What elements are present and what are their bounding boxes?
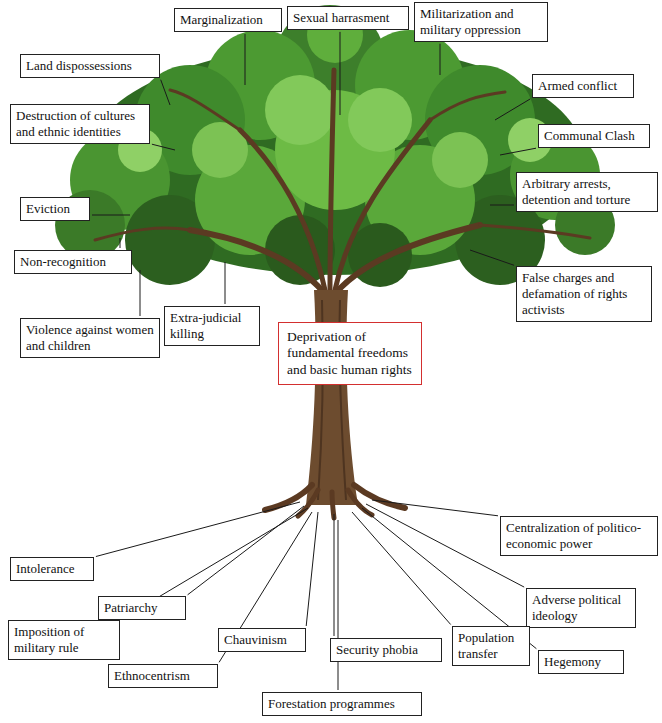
leader-line (92, 215, 130, 216)
leader-line (225, 262, 226, 304)
effect-box: Destruction of cultures and ethnic ident… (10, 104, 150, 144)
leader-line (334, 514, 335, 636)
box-label: Militarization and military oppression (420, 6, 542, 38)
effect-box: Non-recognition (14, 250, 132, 274)
leader-line (490, 205, 514, 206)
box-label: Intolerance (16, 561, 88, 577)
root-cause-box: Intolerance (10, 557, 94, 581)
box-label: Patriarchy (104, 600, 180, 616)
leader-line (306, 512, 318, 626)
root-cause-box: Patriarchy (98, 596, 186, 620)
box-label: False charges and defamation of rights a… (522, 270, 646, 318)
root-cause-box: Security phobia (330, 638, 442, 662)
leader-line (495, 99, 530, 120)
root-cause-box: Imposition of military rule (8, 620, 120, 660)
effect-box: Land dispossessions (20, 54, 160, 78)
box-label: Forestation programmes (268, 696, 416, 712)
box-label: Centralization of politico-economic powe… (506, 520, 652, 552)
effect-box: False charges and defamation of rights a… (516, 266, 652, 322)
box-label: Destruction of cultures and ethnic ident… (16, 108, 144, 140)
leader-line (338, 520, 339, 690)
leader-line (245, 34, 246, 85)
box-label: Hegemony (544, 654, 618, 670)
box-label: Armed conflict (538, 78, 628, 94)
effect-box: Militarization and military oppression (414, 2, 548, 42)
root-cause-box: Centralization of politico-economic powe… (500, 516, 658, 556)
box-label: Communal Clash (544, 128, 644, 144)
leader-line (120, 238, 121, 248)
leader-line (96, 502, 300, 557)
box-label: Security phobia (336, 642, 436, 658)
box-label: Ethnocentrism (114, 668, 212, 684)
root-cause-box: Ethnocentrism (108, 664, 218, 688)
box-label: Deprivation of fundamental freedoms and … (287, 329, 413, 378)
box-label: Eviction (26, 201, 84, 217)
box-label: Arbitrary arrests, detention and torture (522, 176, 652, 208)
root-cause-box: Adverse political ideology (526, 588, 636, 628)
root-cause-box: Hegemony (538, 650, 624, 674)
box-label: Violence against women and children (26, 322, 154, 354)
leader-line (372, 500, 498, 516)
leader-line (188, 506, 304, 595)
box-label: Population transfer (458, 630, 524, 662)
box-label: Marginalization (180, 12, 276, 28)
canopy (55, 5, 615, 287)
leader-line (470, 250, 514, 265)
effect-box: Arbitrary arrests, detention and torture (516, 172, 658, 212)
box-label: Extra-judicial killing (170, 310, 254, 342)
leader-line (500, 148, 536, 155)
leader-line (161, 80, 170, 105)
effect-box: Eviction (20, 197, 90, 221)
effect-box: Extra-judicial killing (164, 306, 260, 346)
central-box: Deprivation of fundamental freedoms and … (278, 322, 422, 385)
root-cause-box: Chauvinism (218, 628, 306, 652)
root-cause-box: Population transfer (452, 626, 530, 666)
effect-box: Marginalization (174, 8, 282, 32)
leader-line (440, 44, 441, 75)
effect-box: Sexual harrasment (287, 6, 409, 30)
effect-box: Communal Clash (538, 124, 650, 148)
box-label: Imposition of military rule (14, 624, 114, 656)
box-label: Chauvinism (224, 632, 300, 648)
root-cause-box: Forestation programmes (262, 692, 422, 716)
box-label: Non-recognition (20, 254, 126, 270)
box-label: Land dispossessions (26, 58, 154, 74)
leader-line (140, 270, 141, 316)
leader-line (152, 144, 175, 150)
effect-box: Violence against women and children (20, 318, 160, 358)
box-label: Adverse political ideology (532, 592, 630, 624)
box-label: Sexual harrasment (293, 10, 403, 26)
leader-line (340, 32, 341, 115)
effect-box: Armed conflict (532, 74, 634, 98)
